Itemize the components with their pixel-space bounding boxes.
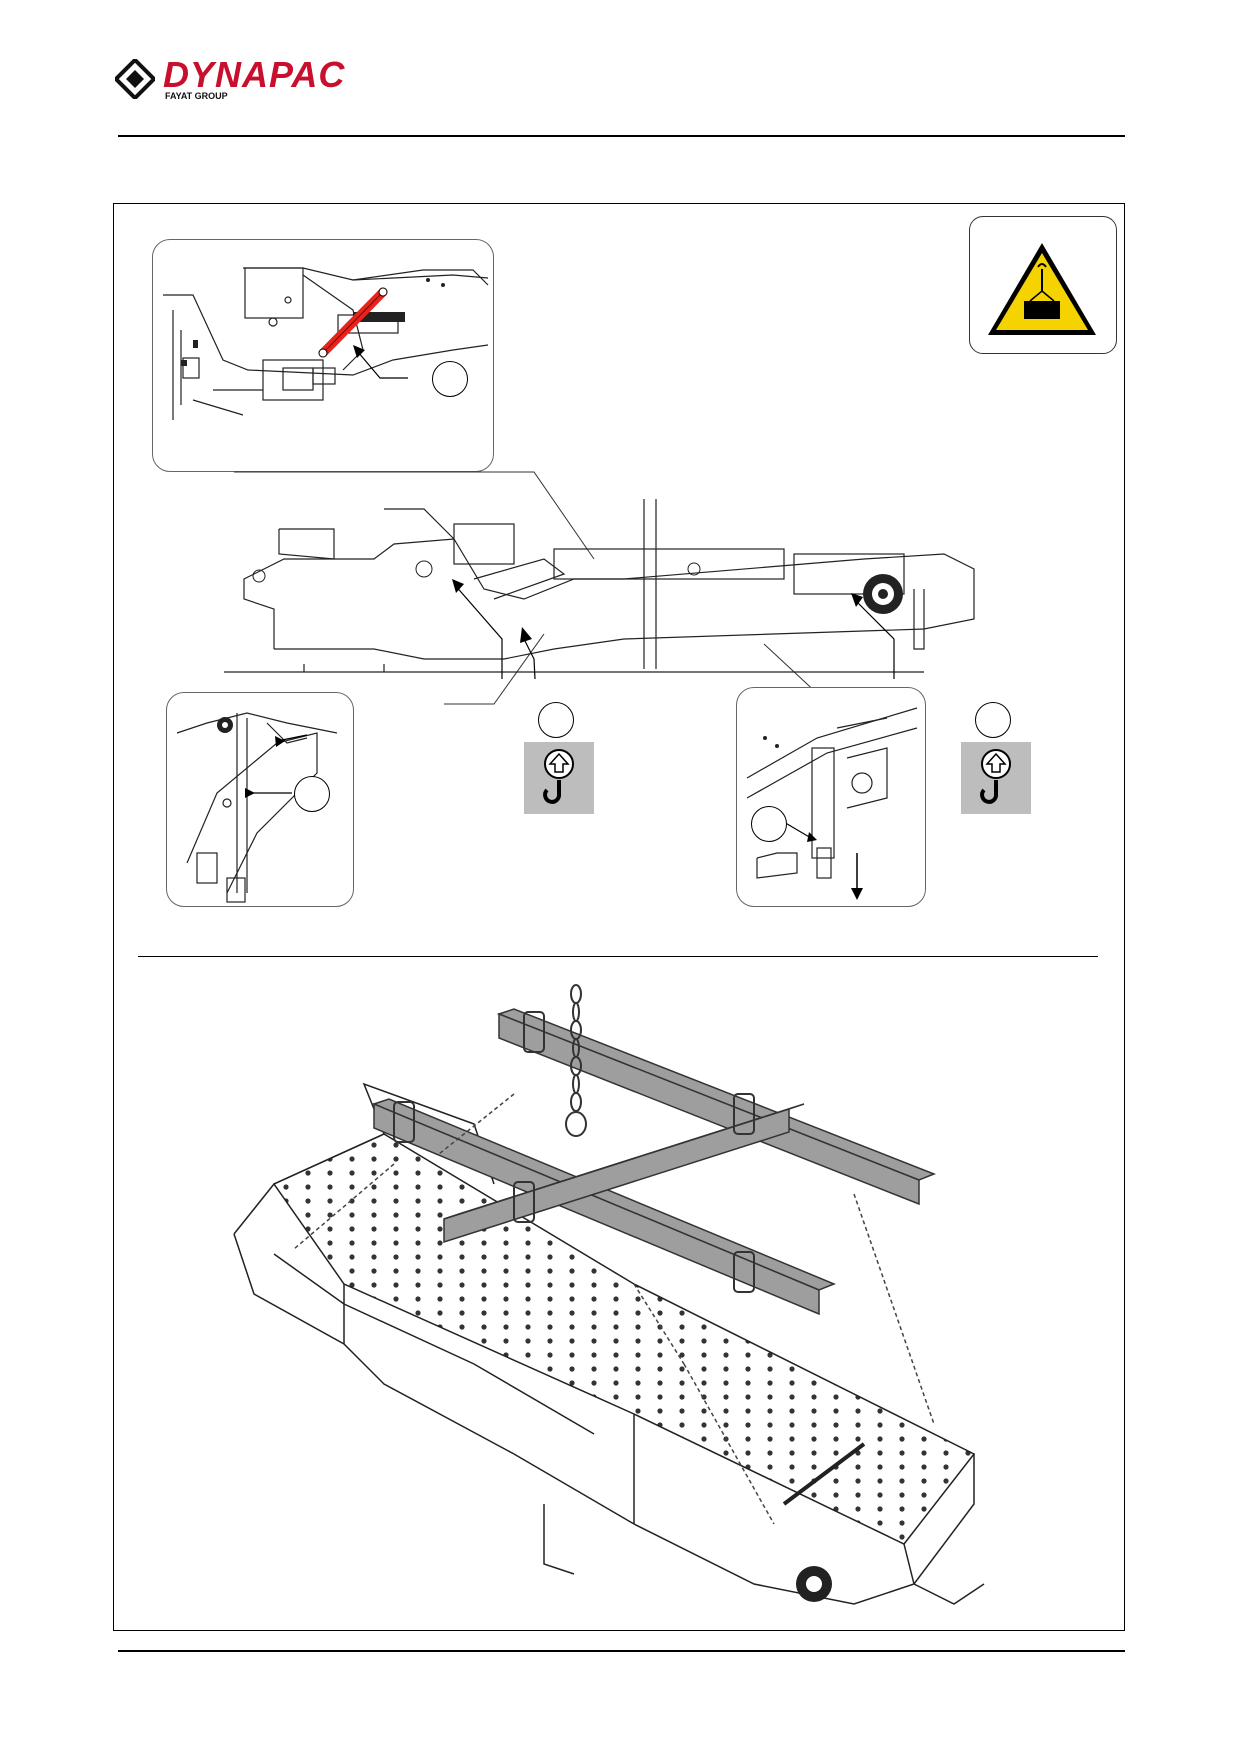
callout-circle-strut bbox=[432, 361, 468, 397]
bracket-detail-drawing bbox=[176, 712, 338, 903]
callout-circle-bracket bbox=[294, 776, 330, 812]
header-rule bbox=[118, 135, 1125, 137]
support-leg-detail-drawing bbox=[746, 707, 918, 900]
warning-panel bbox=[969, 216, 1117, 354]
lifting-beam-isometric-drawing bbox=[233, 984, 985, 1605]
callout-circle-leg bbox=[751, 806, 787, 842]
support-leg-detail-panel bbox=[736, 687, 926, 907]
lifting-hook-icon bbox=[980, 749, 1011, 804]
brand-name: DYNAPAC bbox=[163, 54, 346, 95]
footer-rule bbox=[118, 1650, 1125, 1652]
strut-detail-panel bbox=[152, 239, 494, 472]
lift-point-tile-front bbox=[524, 742, 594, 814]
suspended-load-warning-icon bbox=[988, 243, 1096, 335]
side-view-drawing bbox=[224, 499, 975, 679]
bracket-detail-panel bbox=[166, 692, 354, 907]
strut-detail-drawing bbox=[163, 267, 489, 420]
figure-frame bbox=[113, 203, 1125, 1631]
callout-circle-lift-front bbox=[538, 702, 574, 738]
lifting-hook-icon bbox=[543, 749, 574, 804]
section-divider bbox=[138, 956, 1098, 957]
brand-group: FAYAT GROUP bbox=[165, 91, 228, 101]
dynapac-diamond-icon bbox=[115, 59, 155, 99]
lift-point-tile-rear bbox=[961, 742, 1031, 814]
callout-circle-lift-rear bbox=[975, 702, 1011, 738]
dynapac-logo: DYNAPAC FAYAT GROUP bbox=[115, 55, 435, 105]
